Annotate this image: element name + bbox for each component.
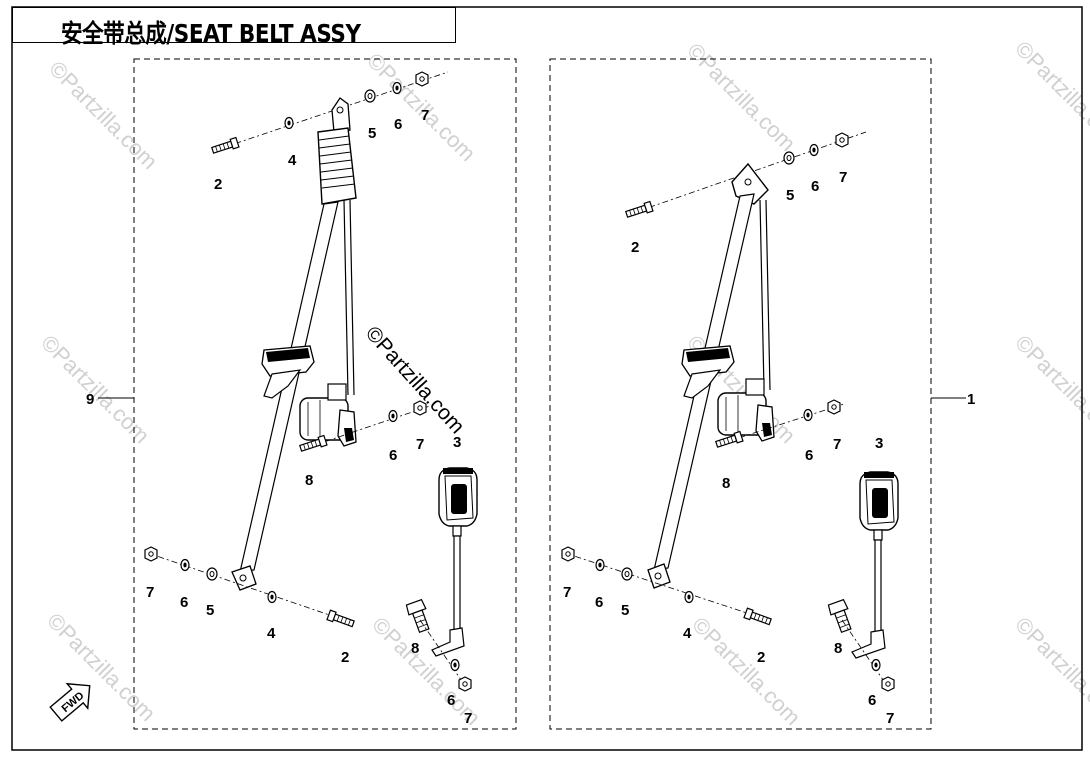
nut-icon	[881, 676, 895, 692]
callout-left-7-retractor: 7	[416, 436, 424, 453]
buckle-icon	[438, 467, 478, 537]
spacer-icon	[206, 567, 218, 581]
callout-right-8-buckle: 8	[834, 640, 842, 657]
callout-right-6-buckle: 6	[868, 692, 876, 709]
callout-right-2-lower: 2	[757, 649, 765, 666]
buckle-stalk-icon	[453, 535, 461, 631]
right-seat-belt-assembly	[561, 131, 966, 692]
bolt-icon	[210, 136, 240, 156]
buckle-icon	[859, 471, 899, 541]
retractor-icon	[717, 378, 775, 442]
washer-icon	[809, 143, 819, 157]
callout-right-7-lower: 7	[563, 584, 571, 601]
spacer-icon	[364, 89, 376, 103]
callout-left-6-buckle: 6	[447, 692, 455, 709]
callout-left-6-upper: 6	[394, 116, 402, 133]
washer-icon	[450, 658, 460, 672]
callout-right-4-lower: 4	[683, 625, 692, 642]
callout-left-2-upper: 2	[214, 176, 222, 193]
frame-border	[11, 6, 1083, 751]
nut-icon	[561, 546, 575, 562]
callout-right-8-retractor: 8	[722, 475, 730, 492]
callout-left-2-lower: 2	[341, 649, 349, 666]
callout-left-7-lower: 7	[146, 584, 154, 601]
callout-left-4-lower: 4	[267, 625, 276, 642]
callout-right-1: 1	[967, 391, 975, 408]
washer-icon	[180, 558, 190, 572]
bolt-icon	[826, 598, 856, 635]
washer-icon	[871, 658, 881, 672]
callout-left-9: 9	[86, 391, 94, 408]
callout-left-4-upper: 4	[288, 152, 297, 169]
callout-right-3: 3	[875, 435, 883, 452]
callout-right-5-upper: 5	[786, 187, 794, 204]
nut-icon	[415, 71, 429, 87]
nut-icon	[144, 546, 158, 562]
bolt-icon	[743, 607, 773, 628]
callout-left-5-upper: 5	[368, 125, 376, 142]
callout-left-7-upper: 7	[421, 107, 429, 124]
title-box: 安全带总成/SEAT BELT ASSY	[12, 7, 456, 48]
callout-right-6-lower: 6	[595, 594, 603, 611]
callout-left-7-buckle: 7	[464, 710, 472, 727]
page-title: 安全带总成/SEAT BELT ASSY	[61, 19, 361, 48]
callout-left-8-retractor: 8	[305, 472, 313, 489]
nut-icon	[835, 132, 849, 148]
nut-icon	[458, 676, 472, 692]
washer-icon	[684, 590, 694, 604]
upper-anchor-icon	[331, 97, 351, 133]
washer-icon	[803, 408, 813, 422]
callout-right-5-lower: 5	[621, 602, 629, 619]
callout-right-7-buckle: 7	[886, 710, 894, 727]
left-seat-belt-assembly	[98, 71, 478, 692]
callout-left-8-buckle: 8	[411, 640, 419, 657]
callout-right-7-retractor: 7	[833, 436, 841, 453]
spacer-icon	[621, 567, 633, 581]
bolt-icon	[326, 609, 356, 630]
buckle-stalk-icon	[874, 539, 882, 633]
callout-right-2-upper: 2	[631, 239, 639, 256]
left-panel	[133, 58, 517, 730]
washer-icon	[267, 590, 277, 604]
washer-icon	[284, 116, 294, 130]
washer-icon	[388, 409, 398, 423]
washer-icon	[392, 81, 402, 95]
spacer-icon	[783, 151, 795, 165]
bolt-icon	[404, 598, 434, 635]
callout-right-6-upper: 6	[811, 178, 819, 195]
callout-left-6-lower: 6	[180, 594, 188, 611]
bolt-icon	[624, 200, 654, 220]
nut-icon	[827, 399, 841, 415]
right-panel	[549, 58, 932, 730]
callout-right-7-upper: 7	[839, 169, 847, 186]
callout-left-5-lower: 5	[206, 602, 214, 619]
belt-webbing-icon	[239, 201, 339, 573]
callout-left-3: 3	[453, 434, 461, 451]
callout-right-6-retractor: 6	[805, 447, 813, 464]
callout-left-6-retractor: 6	[389, 447, 397, 464]
fwd-arrow-icon: FWD	[49, 682, 91, 722]
washer-icon	[595, 558, 605, 572]
